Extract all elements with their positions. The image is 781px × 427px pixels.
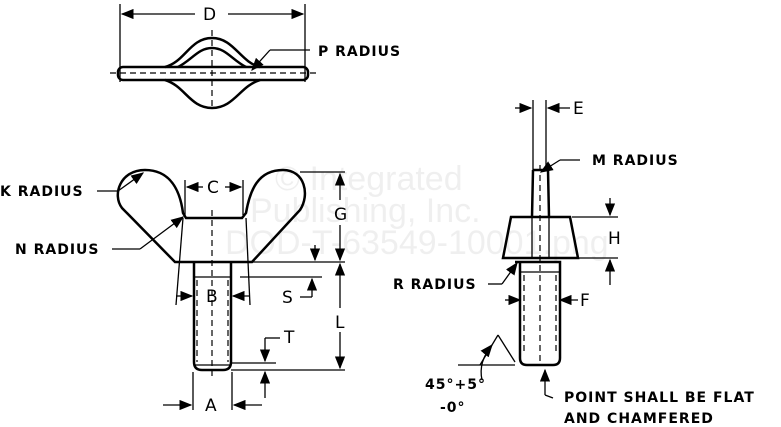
watermark: © Integrated Publishing, Inc. DOD-T-6354… bbox=[225, 160, 609, 262]
r-radius-label: R RADIUS bbox=[393, 277, 477, 293]
dim-s-label: S bbox=[282, 288, 293, 308]
angle-tolerance-line1: 45°+5° bbox=[425, 377, 486, 393]
m-radius-label: M RADIUS bbox=[592, 153, 679, 169]
dim-a-label: A bbox=[205, 396, 217, 416]
dim-h-label: H bbox=[608, 229, 621, 249]
svg-text:DOD-T-63549-10001.png: DOD-T-63549-10001.png bbox=[225, 224, 609, 262]
dim-t-label: T bbox=[283, 328, 295, 348]
point-note-line2: AND CHAMFERED bbox=[564, 411, 714, 427]
front-view: C K RADIUS N RADIUS G L S B T bbox=[0, 168, 347, 416]
dim-f-label: F bbox=[580, 291, 590, 311]
dim-g-label: G bbox=[334, 205, 347, 225]
angle-tolerance-line2: -0° bbox=[440, 400, 466, 416]
dim-d-label: D bbox=[203, 5, 216, 25]
dim-c-label: C bbox=[207, 178, 219, 198]
n-radius-label: N RADIUS bbox=[15, 242, 100, 258]
p-radius-label: P RADIUS bbox=[318, 44, 401, 60]
side-view: E M RADIUS H R RADIUS F 45°+5° -0° bbox=[393, 99, 755, 427]
point-note-line1: POINT SHALL BE FLAT bbox=[564, 390, 755, 406]
dim-b-label: B bbox=[206, 287, 218, 307]
k-radius-label: K RADIUS bbox=[0, 184, 84, 200]
top-view: D P RADIUS bbox=[110, 4, 401, 110]
dim-e-label: E bbox=[573, 99, 584, 119]
svg-text:© Integrated: © Integrated bbox=[275, 160, 463, 198]
dim-l-label: L bbox=[335, 313, 345, 333]
